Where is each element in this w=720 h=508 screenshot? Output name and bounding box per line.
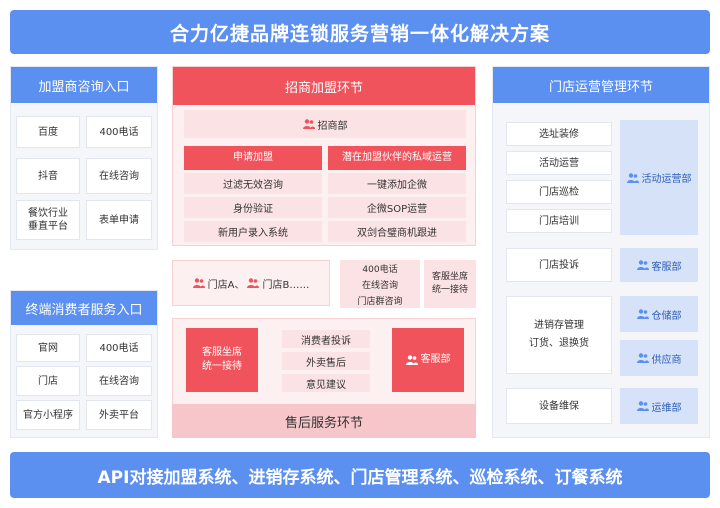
ops-item-training: 门店培训 <box>506 209 612 233</box>
aftersale-delivery: 外卖售后 <box>282 352 370 370</box>
supplier-dept: 供应商 <box>620 340 698 376</box>
consumer-item-miniprogram: 官方小程序 <box>16 400 80 430</box>
ops-inventory: 进销存管理 订货、退换货 <box>506 296 612 374</box>
person-group-icon <box>636 401 649 411</box>
ops-maintenance: 设备维保 <box>506 388 612 424</box>
middle-service-reception: 客服坐席 统一接待 <box>424 260 476 308</box>
franchise-entry-title: 加盟商咨询入口 <box>11 67 157 103</box>
franchise-item-form: 表单申请 <box>86 200 152 240</box>
recruit-step-filter: 过滤无效咨询 <box>184 173 322 194</box>
person-group-icon <box>636 309 649 319</box>
person-group-icon <box>626 172 639 183</box>
maintenance-dept: 运维部 <box>620 388 698 424</box>
private-domain-head: 潜在加盟伙伴的私域运营 <box>328 146 466 170</box>
store-list: 门店A、 门店B…… <box>190 272 312 294</box>
ops-item-inspection: 门店巡检 <box>506 180 612 204</box>
person-group-icon <box>247 278 260 288</box>
person-group-icon <box>192 278 205 288</box>
person-group-icon <box>636 353 649 363</box>
channel-store-group: 门店群咨询 <box>340 292 420 308</box>
recruit-step-verify: 身份验证 <box>184 197 322 218</box>
franchise-item-400: 400电话 <box>86 116 152 148</box>
ops-item-activity: 活动运营 <box>506 151 612 175</box>
consumer-item-online: 在线咨询 <box>86 366 152 396</box>
consumer-item-400: 400电话 <box>86 334 152 362</box>
aftersale-suggestion: 意见建议 <box>282 374 370 392</box>
supplier-dept-label: 供应商 <box>651 354 682 366</box>
consumer-entry-title: 终端消费者服务入口 <box>11 291 157 325</box>
franchise-item-douyin: 抖音 <box>16 158 80 194</box>
store-b-label: 门店B…… <box>262 279 310 291</box>
aftersale-reception: 客服坐席 统一接待 <box>186 328 258 392</box>
franchise-item-online: 在线咨询 <box>86 158 152 194</box>
recruit-step-register: 新用户录入系统 <box>184 221 322 242</box>
recruit-title: 招商加盟环节 <box>173 67 475 105</box>
aftersale-dept: 客服部 <box>392 328 464 392</box>
store-box <box>172 260 330 306</box>
complaint-dept: 客服部 <box>620 248 698 282</box>
consumer-item-store: 门店 <box>16 366 80 396</box>
api-integration-banner: API对接加盟系统、进销存系统、门店管理系统、巡检系统、订餐系统 <box>10 452 710 498</box>
page-title: 合力亿捷品牌连锁服务营销一体化解决方案 <box>10 10 710 54</box>
person-group-icon <box>405 355 418 365</box>
warehouse-dept-label: 仓储部 <box>651 310 682 322</box>
recruit-step-wecom-add: 一键添加企微 <box>328 173 466 194</box>
ops-complaint: 门店投诉 <box>506 248 612 282</box>
aftersale-dept-label: 客服部 <box>420 354 451 365</box>
apply-join-head: 申请加盟 <box>184 146 322 170</box>
aftersale-complaint: 消费者投诉 <box>282 330 370 348</box>
consumer-item-website: 官网 <box>16 334 80 362</box>
channel-400: 400电话 <box>340 260 420 276</box>
franchise-item-vertical: 餐饮行业 垂直平台 <box>16 200 80 240</box>
store-a-label: 门店A、 <box>207 279 245 291</box>
franchise-item-baidu: 百度 <box>16 116 80 148</box>
channel-online: 在线咨询 <box>340 276 420 292</box>
aftersale-title: 售后服务环节 <box>172 404 476 438</box>
warehouse-dept: 仓储部 <box>620 296 698 332</box>
person-group-icon <box>302 119 315 129</box>
recruit-step-wecom-sop: 企微SOP运营 <box>328 197 466 218</box>
complaint-dept-label: 客服部 <box>651 261 682 273</box>
ops-item-site: 选址装修 <box>506 122 612 146</box>
store-ops-title: 门店运营管理环节 <box>493 67 709 103</box>
consumer-item-delivery: 外卖平台 <box>86 400 152 430</box>
maintenance-dept-label: 运维部 <box>651 402 682 414</box>
recruit-step-followup: 双剑合璧商机跟进 <box>328 221 466 242</box>
ops-dept-label: 活动运营部 <box>641 174 692 185</box>
person-group-icon <box>636 260 649 270</box>
recruit-dept: 招商部 <box>184 110 466 138</box>
ops-dept: 活动运营部 <box>620 120 698 235</box>
recruit-dept-label: 招商部 <box>317 120 348 132</box>
